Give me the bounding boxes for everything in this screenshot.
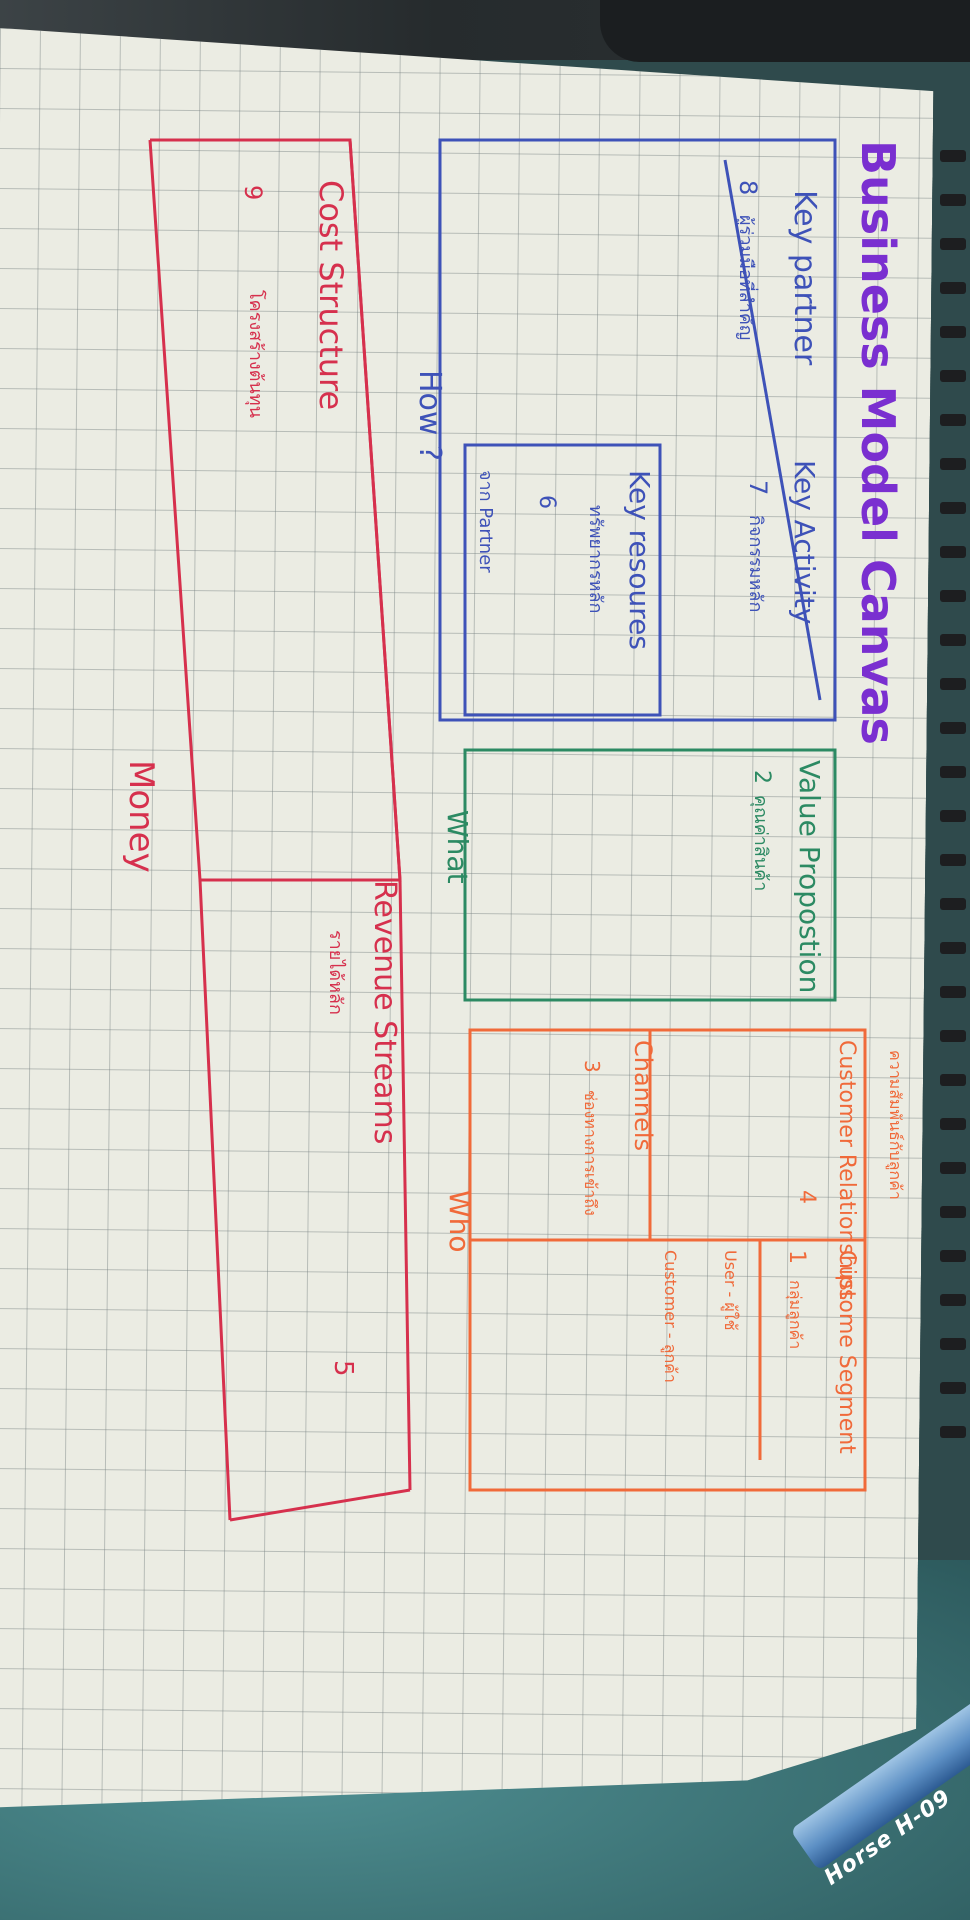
spiral-ring — [940, 1162, 966, 1174]
key-activity-label: Key Activity — [788, 460, 821, 624]
customer-relationships-number: 4 — [794, 1190, 819, 1204]
customer-relationships-note: ความสัมพันธ์กับลูกค้า — [885, 1050, 905, 1200]
key-resources-label: Key resoures — [623, 470, 656, 650]
customer-segments-user-note: User - ผู้ใช้ — [720, 1250, 740, 1331]
cost-structure-note: โครงสร้างต้นทุน — [245, 290, 267, 418]
spiral-ring — [940, 1338, 966, 1350]
money-label: Money — [121, 760, 161, 873]
how-label: How ? — [412, 370, 447, 461]
spiral-ring — [940, 986, 966, 998]
who-group — [468, 1028, 867, 1492]
notebook-spiral — [930, 150, 970, 1438]
spiral-ring — [940, 1294, 966, 1306]
spiral-ring — [940, 590, 966, 602]
spiral-ring — [940, 326, 966, 338]
spiral-ring — [940, 150, 966, 162]
spiral-ring — [940, 634, 966, 646]
cost-structure-label: Cost Structure — [312, 180, 350, 410]
cost-structure-number: 9 — [239, 185, 267, 200]
customer-segments-customer-note: Customer - ลูกค้า — [660, 1250, 680, 1383]
value-proposition-label: Value Propostion — [793, 760, 826, 993]
spiral-ring — [940, 810, 966, 822]
spiral-ring — [940, 898, 966, 910]
revenue-streams-note: รายได้หลัก — [325, 930, 347, 1015]
spiral-ring — [940, 282, 966, 294]
value-proposition-note: คุณค่าสินค้า — [750, 795, 771, 891]
customer-relationships-label: Customer Relationships — [834, 1040, 859, 1300]
spiral-ring — [940, 194, 966, 206]
spiral-ring — [940, 722, 966, 734]
spiral-ring — [940, 766, 966, 778]
key-activity-number: 7 — [744, 480, 772, 495]
how-group — [438, 138, 837, 722]
value-proposition-number: 2 — [749, 770, 774, 784]
spiral-ring — [940, 942, 966, 954]
what-label: What — [441, 810, 474, 884]
key-resources-number: 6 — [534, 495, 559, 509]
canvas-title: Business Model Canvas — [851, 140, 905, 745]
laptop-edge — [600, 0, 970, 62]
who-label: Who — [443, 1190, 476, 1253]
revenue-streams-label: Revenue Streams — [367, 880, 402, 1144]
spiral-ring — [940, 678, 966, 690]
spiral-ring — [940, 414, 966, 426]
spiral-ring — [940, 546, 966, 558]
spiral-ring — [940, 1030, 966, 1042]
key-resources-note: ทรัพยากรหลัก — [585, 505, 606, 613]
spiral-ring — [940, 1382, 966, 1394]
customer-segments-note: กลุ่มลูกค้า — [785, 1280, 805, 1349]
value-proposition-box — [463, 748, 837, 1002]
spiral-ring — [940, 458, 966, 470]
key-resources-note2: จาก Partner — [475, 470, 496, 573]
key-partners-number: 8 — [734, 180, 762, 195]
spiral-ring — [940, 1250, 966, 1262]
money-group — [148, 138, 412, 1522]
channels-note: ช่องทางการเข้าถึง — [581, 1090, 600, 1216]
channels-label: Channels — [629, 1040, 657, 1151]
spiral-ring — [940, 502, 966, 514]
spiral-ring — [940, 1118, 966, 1130]
spiral-ring — [940, 1426, 966, 1438]
key-activity-note: กิจกรรมหลัก — [745, 515, 766, 612]
key-partners-note: ผู้ร่วมมือที่สำคัญ — [735, 215, 759, 340]
spiral-ring — [940, 370, 966, 382]
spiral-ring — [940, 1206, 966, 1218]
revenue-streams-number: 5 — [328, 1360, 358, 1377]
spiral-ring — [940, 238, 966, 250]
channels-number: 3 — [580, 1060, 604, 1073]
spiral-ring — [940, 1074, 966, 1086]
spiral-ring — [940, 854, 966, 866]
customer-segments-number: 1 — [784, 1250, 809, 1264]
key-partners-label: Key partner — [787, 190, 822, 366]
customer-segments-label: Custome Segment — [834, 1250, 859, 1454]
